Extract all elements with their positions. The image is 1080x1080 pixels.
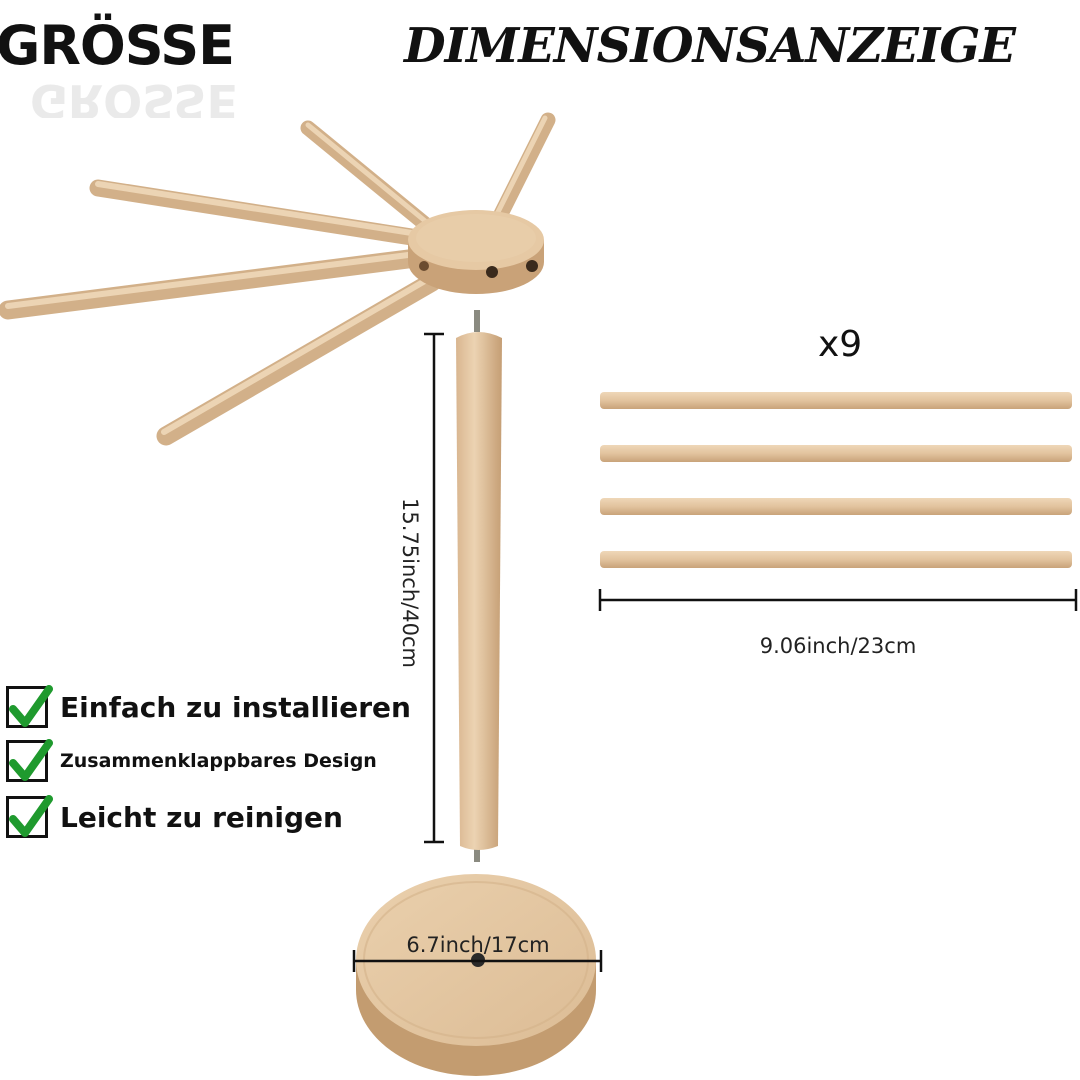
feature-label: Einfach zu installieren: [60, 690, 411, 724]
checkmark-icon: [6, 739, 53, 782]
spare-rods: [600, 392, 1072, 568]
spare-rod: [600, 445, 1072, 462]
spare-rod: [600, 392, 1072, 409]
spare-rod: [600, 498, 1072, 515]
page-title: GRÖSSE: [0, 14, 235, 77]
height-dimension-line: [424, 332, 444, 844]
rack-arms: [0, 112, 556, 446]
feature-item: Einfach zu installieren: [6, 685, 411, 728]
rod-length-label: 9.06inch/23cm: [759, 634, 917, 658]
rod-dimension-line: [598, 589, 1078, 611]
feature-label: Zusammenklappbares Design: [60, 750, 377, 772]
base-disc: [356, 874, 596, 1076]
checkmark-icon: [6, 795, 53, 838]
rack-arm: [0, 248, 426, 320]
rack-arm: [89, 179, 427, 247]
rod-count: x9: [818, 324, 863, 365]
rack-arm: [492, 112, 556, 224]
feature-label: Leicht zu reinigen: [60, 800, 343, 834]
base-dimension-line: [352, 950, 603, 972]
rack-arm: [156, 272, 442, 446]
checkmark-icon: [6, 685, 53, 728]
base-diameter-label: 6.7inch/17cm: [406, 933, 550, 957]
center-post: [456, 310, 502, 862]
dimension-heading: DIMENSIONSANZEIGE: [404, 18, 1016, 74]
feature-item: Zusammenklappbares Design: [6, 739, 377, 782]
spare-rod: [600, 551, 1072, 568]
rack-hub: [408, 210, 544, 294]
height-label: 15.75inch/40cm: [398, 498, 422, 668]
feature-item: Leicht zu reinigen: [6, 795, 343, 838]
